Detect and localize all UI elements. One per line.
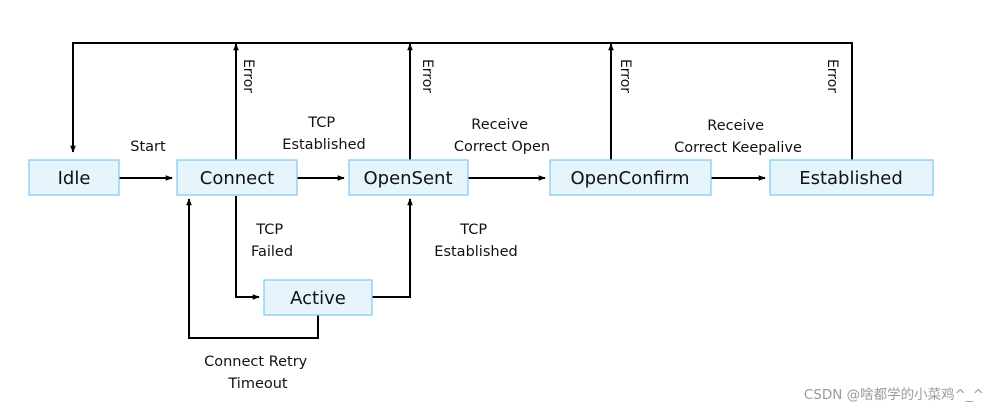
state-label-connect: Connect bbox=[200, 168, 274, 189]
state-label-established: Established bbox=[799, 168, 903, 189]
label-tcp-failed: TCP Failed bbox=[251, 222, 293, 260]
state-box-openconfirm bbox=[549, 159, 712, 196]
label-receive-correct-keepalive-line1: Receive bbox=[707, 118, 764, 134]
watermark: CSDN @啥都学的小菜鸡^_^ bbox=[803, 387, 984, 403]
label-error-established: Error bbox=[824, 59, 840, 93]
state-active: Active bbox=[263, 279, 373, 316]
arrow-active-to-connect bbox=[186, 198, 319, 339]
label-tcp-established-bottom-line1: TCP bbox=[459, 222, 487, 238]
label-receive-correct-open: Receive Correct Open bbox=[454, 117, 550, 155]
label-tcp-established-top-line2: Established bbox=[282, 137, 365, 153]
label-tcp-established-top: TCP Established bbox=[282, 115, 365, 153]
label-error-connect: Error bbox=[240, 59, 256, 93]
state-opensent: OpenSent bbox=[348, 159, 469, 196]
label-tcp-failed-line2: Failed bbox=[251, 244, 293, 260]
label-error-opensent: Error bbox=[419, 59, 435, 93]
state-box-connect bbox=[176, 159, 298, 196]
state-label-active: Active bbox=[290, 288, 346, 309]
state-label-idle: Idle bbox=[58, 168, 91, 189]
state-connect: Connect bbox=[176, 159, 298, 196]
state-established: Established bbox=[769, 159, 934, 196]
state-box-idle bbox=[28, 159, 120, 196]
state-label-openconfirm: OpenConfirm bbox=[570, 168, 689, 189]
error-bus bbox=[70, 42, 853, 160]
label-receive-correct-open-line2: Correct Open bbox=[454, 139, 550, 155]
label-receive-correct-keepalive: Receive Correct Keepalive bbox=[674, 118, 802, 156]
label-connect-retry-timeout-line2: Timeout bbox=[227, 376, 288, 392]
arrow-active-to-opensent bbox=[372, 198, 413, 298]
label-receive-correct-keepalive-line2: Correct Keepalive bbox=[674, 140, 802, 156]
active-transitions bbox=[186, 196, 413, 339]
state-openconfirm: OpenConfirm bbox=[549, 159, 712, 196]
label-tcp-established-top-line1: TCP bbox=[307, 115, 335, 131]
label-receive-correct-open-line1: Receive bbox=[471, 117, 528, 133]
state-idle: Idle bbox=[28, 159, 120, 196]
error-bus-line bbox=[70, 42, 853, 160]
arrow-connect-to-active bbox=[235, 196, 260, 300]
label-connect-retry-timeout-line1: Connect Retry bbox=[204, 354, 308, 370]
label-tcp-established-bottom-line2: Established bbox=[434, 244, 517, 260]
state-box-active bbox=[263, 279, 373, 316]
label-connect-retry-timeout: Connect Retry Timeout bbox=[204, 354, 312, 392]
state-box-established bbox=[769, 159, 934, 196]
label-tcp-established-bottom: TCP Established bbox=[434, 222, 517, 260]
label-tcp-failed-line1: TCP bbox=[255, 222, 283, 238]
state-box-opensent bbox=[348, 159, 469, 196]
label-error-openconfirm: Error bbox=[617, 59, 633, 93]
label-start: Start bbox=[130, 139, 166, 155]
state-label-opensent: OpenSent bbox=[363, 168, 452, 189]
